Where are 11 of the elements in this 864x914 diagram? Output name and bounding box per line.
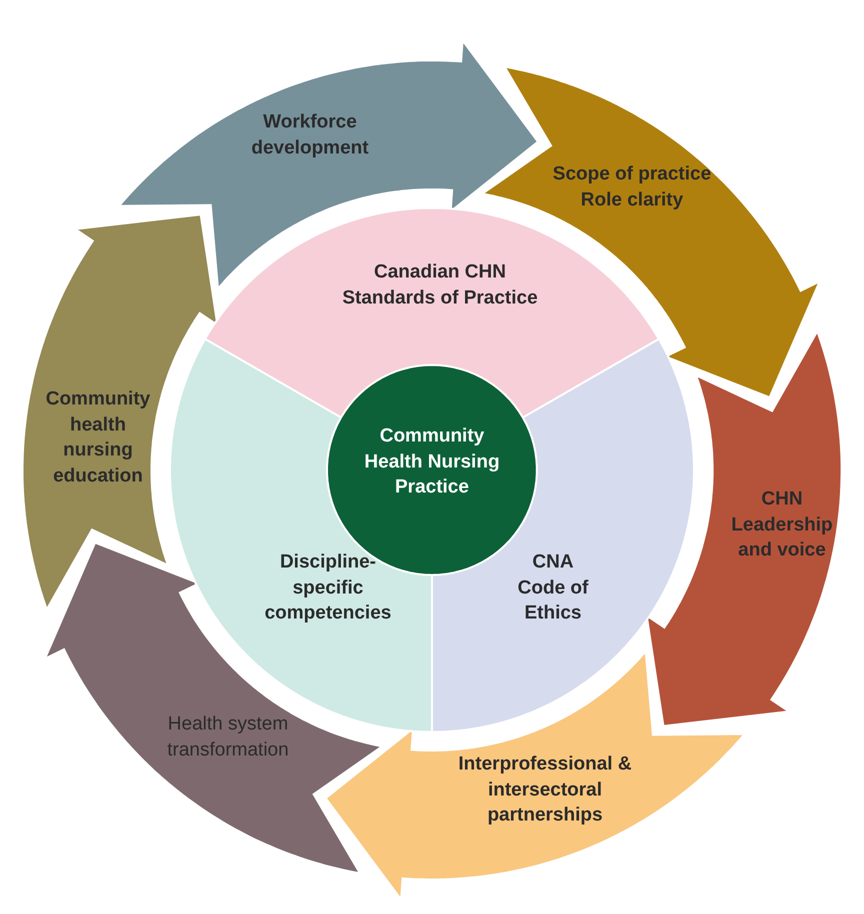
segment-label: Workforce development [250,110,370,160]
segment-label: Community Health Nursing Practice [363,424,501,500]
segment-label: Interprofessional & intersectoral partnerships [457,752,633,828]
segment-label: Health system transformation [166,712,290,762]
segment-label: Scope of practice [552,162,712,186]
segment-label: Community health nursing education [44,388,152,489]
segment-label: CHN Leadership and voice [730,488,834,563]
segment-label: Canadian CHN Standards of Practice [341,260,539,310]
segment-label: CNA Code of Ethics [516,550,590,626]
segment-label: Role clarity [580,188,684,212]
segment-label: Discipline-specific competencies [264,550,392,626]
